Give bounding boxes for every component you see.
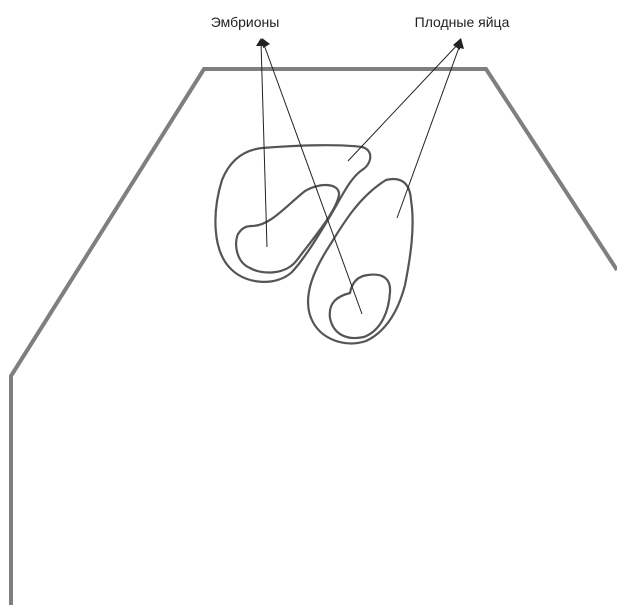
gestational-sacs-label: Плодные яйца: [415, 14, 510, 30]
embryo-leader-to-left: [261, 42, 267, 247]
embryo-arrowhead-right: [262, 38, 270, 48]
sac-leader-to-left: [348, 42, 460, 161]
embryos-label: Эмбрионы: [211, 14, 280, 30]
embryo-leader-to-right: [263, 42, 362, 314]
gestational-sac-left: [215, 145, 370, 282]
sac-leader-lines: [348, 38, 464, 218]
scan-field-outline: [11, 69, 617, 605]
gestational-sac-right: [308, 179, 413, 343]
embryo-right: [330, 275, 390, 338]
